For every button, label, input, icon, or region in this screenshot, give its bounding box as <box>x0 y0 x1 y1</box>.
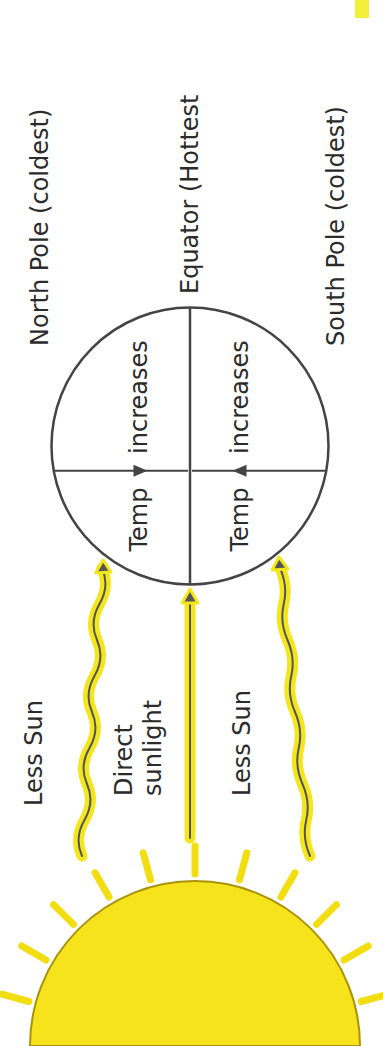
sun-ray <box>281 873 295 897</box>
sun-ray <box>361 994 383 1001</box>
straight-arrow <box>189 600 191 838</box>
arrow-label: Direct sunlight <box>110 666 168 796</box>
globe-outline <box>50 306 330 586</box>
arrow-highlight <box>79 568 106 856</box>
arrow-highlight <box>185 600 196 838</box>
sun-disc <box>30 881 360 1046</box>
pole-label: North Pole (coldest) <box>26 109 55 346</box>
equator-line <box>189 308 192 585</box>
sunlight-arrows <box>79 568 310 856</box>
node-text: Temp increases <box>125 340 154 551</box>
temperature-arrow <box>192 470 325 472</box>
sun-ray <box>192 846 199 874</box>
arrow-head <box>96 560 112 573</box>
node-text: Temp increases <box>226 340 255 551</box>
arrow-label: Less Sun <box>20 700 49 806</box>
arrow-head <box>182 589 198 603</box>
sun-ray <box>344 946 368 960</box>
temperature-arrow <box>55 470 188 472</box>
sun-ray <box>143 853 150 880</box>
wavy-arrow <box>280 568 310 856</box>
globe-circle: Temp increases Temp increases <box>50 306 330 586</box>
pole-label: South Pole (coldest) <box>322 106 351 346</box>
wavy-arrow <box>79 568 106 856</box>
sun-ray <box>2 994 29 1001</box>
equator-label: Equator (Hottest <box>176 95 205 295</box>
sun-ray <box>54 905 74 925</box>
sun-ray <box>95 873 109 897</box>
sun-ray <box>240 853 247 880</box>
arrow-head <box>272 557 288 570</box>
sun-ray <box>317 905 337 925</box>
sun-ray <box>22 946 46 960</box>
arrow-label: Less Sun <box>228 690 257 796</box>
highlight-mark <box>355 0 369 18</box>
arrow-highlight <box>280 568 310 856</box>
globe-circle-shape <box>52 308 329 585</box>
